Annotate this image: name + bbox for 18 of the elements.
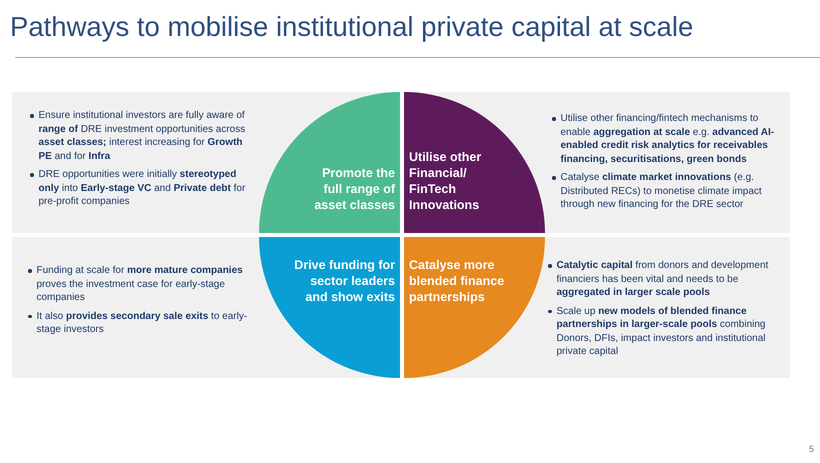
bullet-text: DRE opportunities were initially stereotyped only into Early-stage VC and Private debt for pre-profit companies — [38, 168, 246, 208]
bullet-text: Ensure institutional investors are fully aware of range of DRE investment opportunities across asset classes; interest increasing for Growth PE and for Infra — [38, 109, 246, 163]
segment-title: Drive funding for sector leaders and show exits — [293, 257, 395, 305]
segment-title: Catalyse more blended finance partnerships — [409, 257, 506, 305]
bullet-text: It also provides secondary sale exits to early-stage investors — [36, 310, 248, 336]
text-panel — [404, 237, 790, 378]
segment-title: Utilise other Financial/ FinTech Innovations — [409, 149, 482, 213]
bullet-text: Utilise other financing/fintech mechanisms to enable aggregation at scale e.g. advanced AI-enabled credit risk analytics for receivables financing, securitisations, green bonds — [560, 112, 776, 166]
bullet-text: Catalyse climate market innovations (e.g. Distributed RECs) to monetise climate impact through new financing for the DRE sector — [560, 171, 763, 212]
text-panel — [12, 92, 400, 233]
page-number: 5 — [809, 444, 814, 455]
bullet-text: Scale up new models of blended finance partnerships in larger-scale pools combining Donors, DFIs, impact investors and institutional private capital — [556, 304, 766, 358]
text-panel — [404, 92, 790, 233]
segment-title: Promote the full range of asset classes — [313, 165, 395, 213]
bullet-text: Funding at scale for more mature companies proves the investment case for early-stage companies — [36, 264, 244, 304]
slide-title: Pathways to mobilise institutional private capital at scale — [10, 11, 694, 43]
text-panel — [12, 237, 400, 378]
bullet-text: Catalytic capital from donors and development financiers has been vital and needs to be aggregated in larger scale pools — [556, 259, 770, 300]
